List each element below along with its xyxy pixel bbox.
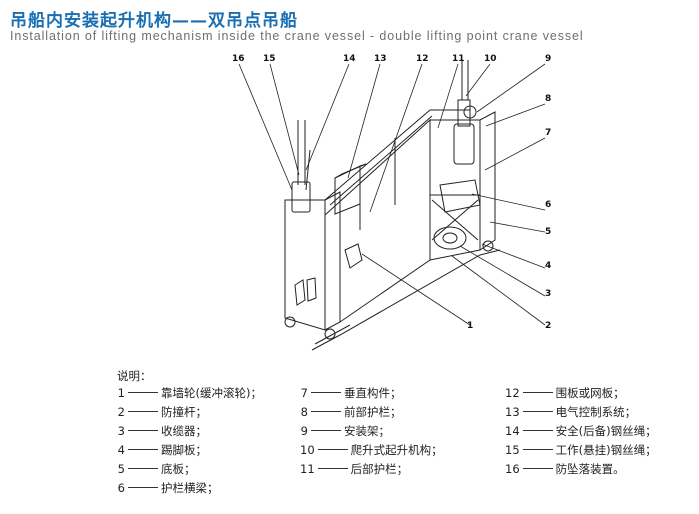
callout-14: 14	[343, 54, 356, 64]
callout-7: 7	[545, 128, 551, 138]
title-english: Installation of lifting mechanism inside…	[10, 29, 584, 43]
right-end-frame	[429, 111, 496, 261]
callout-1: 1	[467, 321, 473, 331]
gondola-drawing: 16 15 14 13 12 11 10 9 8 7 6 5 4 3 2 1	[232, 54, 551, 351]
callout-2: 2	[545, 321, 551, 331]
callout-9: 9	[545, 54, 551, 64]
left-end-frame	[284, 199, 326, 331]
front-panel	[324, 118, 431, 323]
title-chinese: 吊船内安装起升机构——双吊点吊船	[10, 11, 298, 31]
callout-13: 13	[374, 54, 387, 64]
hoist-left	[291, 181, 311, 213]
callout-8: 8	[545, 94, 551, 104]
callout-16: 16	[232, 54, 245, 64]
winch-reel	[433, 226, 467, 250]
callout-6: 6	[545, 200, 551, 210]
callout-12: 12	[416, 54, 429, 64]
callout-5: 5	[545, 227, 551, 237]
callout-15: 15	[263, 54, 276, 64]
callout-11: 11	[452, 54, 465, 64]
bumper-bar	[311, 249, 501, 351]
callout-3: 3	[545, 289, 551, 299]
callout-10: 10	[484, 54, 497, 64]
legend-heading: 说明：	[117, 369, 152, 383]
hoist-right	[453, 123, 475, 165]
callout-4: 4	[545, 261, 551, 271]
